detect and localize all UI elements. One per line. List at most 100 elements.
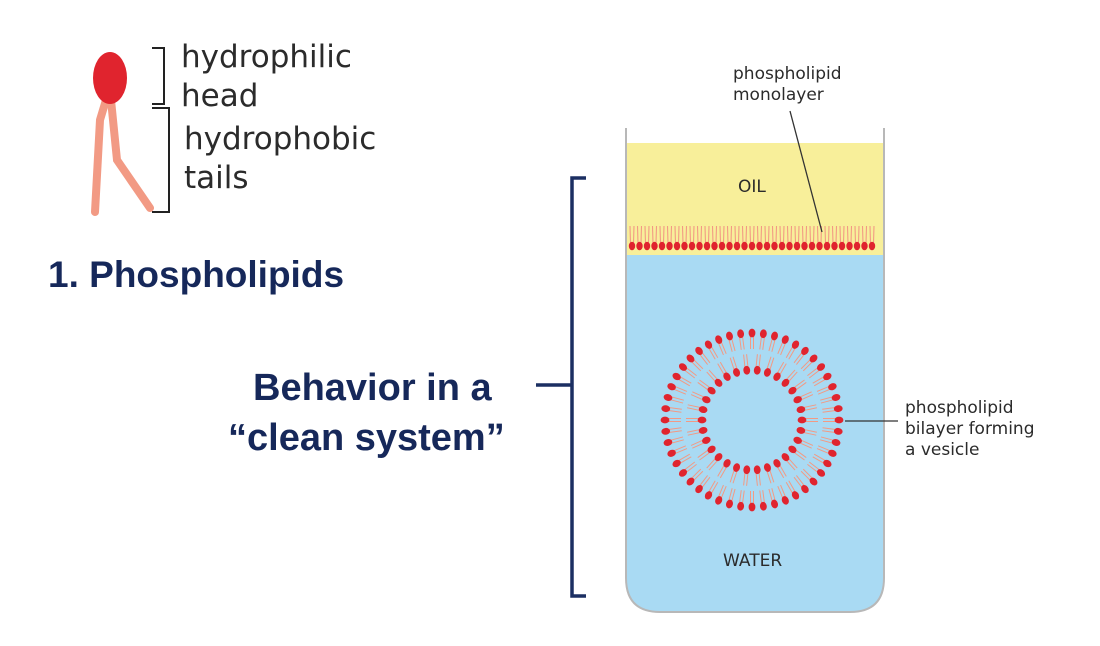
behavior-heading-line1: Behavior in a <box>253 367 492 409</box>
monolayer-head <box>786 241 793 251</box>
vesicle-head <box>667 383 676 391</box>
vesicle-head <box>667 449 676 457</box>
monolayer-tail <box>719 225 725 244</box>
monolayer-head <box>651 241 658 251</box>
vesicle-head <box>801 346 809 356</box>
monolayer-tail <box>741 225 748 244</box>
vesicle-head <box>743 465 751 475</box>
vesicle-head <box>833 405 843 413</box>
monolayer-label-line1: phospholipid <box>733 64 842 84</box>
vesicle-head <box>763 463 771 472</box>
vesicle-head <box>723 372 731 381</box>
vesicle-head <box>743 365 751 375</box>
monolayer-head <box>733 241 741 251</box>
vesicle-head <box>663 394 673 401</box>
vesicle-head <box>714 453 723 462</box>
vesicle-head <box>788 445 797 454</box>
vesicle-head <box>726 331 733 341</box>
monolayer-head <box>658 241 666 251</box>
vesicle-head <box>726 499 733 509</box>
vesicle-head <box>796 426 806 434</box>
vesicle-head <box>723 459 731 468</box>
oil-label: OIL <box>738 177 766 197</box>
monolayer-tail <box>749 225 755 244</box>
vesicle-head <box>663 439 673 446</box>
vesicle-head <box>686 477 695 486</box>
monolayer-label-line2: monolayer <box>733 85 824 105</box>
monolayer-head <box>703 241 711 251</box>
vesicle-head <box>702 396 711 404</box>
vesicle-head <box>773 459 781 468</box>
vesicle-head <box>759 329 767 339</box>
monolayer-tail <box>674 225 680 244</box>
vesicle-head <box>831 394 841 401</box>
monolayer-head <box>846 241 853 251</box>
vesicle-head <box>763 368 771 377</box>
vesicle-head <box>748 328 756 338</box>
monolayer-head <box>673 241 681 251</box>
monolayer-tail <box>771 225 778 244</box>
monolayer-tail <box>636 225 643 244</box>
head-label: head <box>181 78 259 114</box>
vesicle-head <box>791 491 800 500</box>
vesicle-head <box>771 499 778 509</box>
head-bracket <box>152 47 165 105</box>
monolayer-head <box>816 241 823 251</box>
monolayer-tail <box>824 225 830 244</box>
phospholipid-icon <box>91 52 154 216</box>
vesicle-head <box>695 484 703 494</box>
vesicle-head <box>660 416 670 424</box>
bilayer-label-line3: a vesicle <box>905 440 980 460</box>
vesicle-head <box>816 469 826 477</box>
monolayer-tail <box>681 225 688 244</box>
monolayer-tail <box>629 225 635 244</box>
monolayer-tail <box>839 225 845 244</box>
monolayer-tail <box>809 225 815 244</box>
hydrophobic-label: hydrophobic <box>184 121 377 157</box>
vesicle-head <box>672 372 681 381</box>
monolayer-head <box>838 241 846 251</box>
vesicle-head <box>809 354 818 363</box>
monolayer-tail <box>831 225 838 244</box>
vesicle-head <box>791 340 800 349</box>
monolayer-head <box>771 241 778 251</box>
behavior-heading-line2: “clean system” <box>228 417 505 459</box>
vesicle-head <box>809 477 818 486</box>
vesicle-head <box>695 346 703 356</box>
bilayer-label-line1: phospholipid <box>905 398 1014 418</box>
vesicle-head <box>793 396 802 404</box>
monolayer-head <box>696 241 703 251</box>
vesicle-head <box>707 445 716 454</box>
monolayer-head <box>808 241 816 251</box>
vesicle-head <box>753 465 761 475</box>
phospholipid-vesicle <box>660 328 844 512</box>
vesicle-head <box>704 491 713 500</box>
monolayer-tail <box>666 225 673 244</box>
vesicle-head <box>733 368 741 377</box>
monolayer-head <box>718 241 726 251</box>
vesicle-head <box>773 372 781 381</box>
vesicle-head <box>697 416 707 424</box>
monolayer-head <box>628 241 636 251</box>
vesicle-head <box>834 416 844 424</box>
monolayer-tail <box>764 225 770 244</box>
vesicle-head <box>661 427 671 435</box>
leader-lines <box>789 110 898 422</box>
vesicle-head <box>823 372 832 381</box>
monolayer-tail <box>696 225 703 244</box>
beaker <box>625 128 885 613</box>
vesicle-head <box>801 484 809 494</box>
monolayer-head <box>861 241 868 251</box>
vesicle-head <box>781 496 789 505</box>
vesicle-head <box>737 501 745 511</box>
vesicle-head <box>753 365 761 375</box>
vesicle-head <box>707 386 716 395</box>
monolayer-tail <box>704 225 710 244</box>
vesicle-head <box>831 439 841 446</box>
monolayer-head <box>726 241 733 251</box>
monolayer-tail <box>734 225 740 244</box>
monolayer-tail <box>861 225 868 244</box>
vesicle-head <box>833 427 843 435</box>
phospholipid-monolayer <box>628 225 876 251</box>
